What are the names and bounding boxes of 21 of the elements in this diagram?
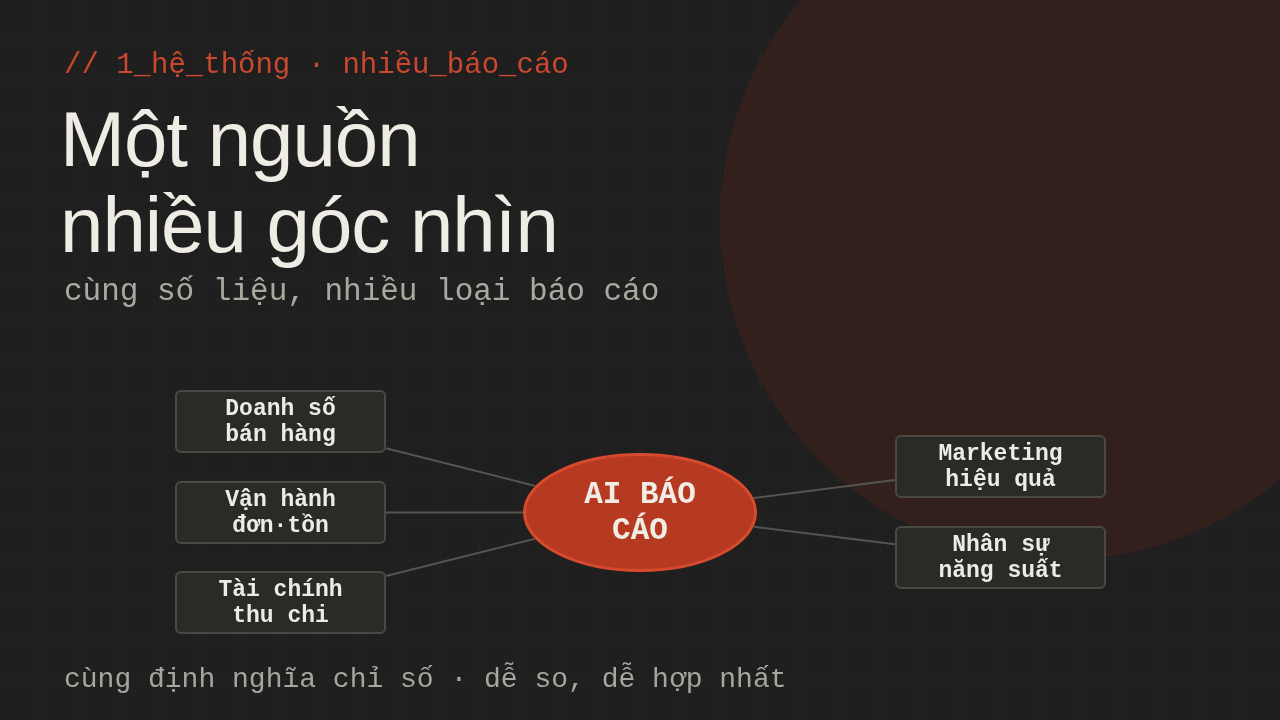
category-label: Tài chính thu chi [217, 576, 344, 629]
connector-line [385, 447, 537, 487]
category-box [175, 571, 386, 634]
footer-note: cùng định nghĩa chỉ số · dễ so, dễ hợp nhất [64, 661, 787, 697]
connector-line [385, 511, 524, 514]
category-box [175, 390, 386, 453]
category-box [895, 435, 1106, 498]
connector-line [752, 478, 896, 499]
connector-line [752, 525, 896, 546]
category-label: Nhân sự năng suất [937, 531, 1064, 584]
title: Một nguồn nhiều góc nhìn [60, 96, 559, 268]
category-box [895, 526, 1106, 589]
category-label: Marketing hiệu quả [937, 440, 1064, 493]
subtitle: cùng số liệu, nhiều loại báo cáo [64, 273, 660, 311]
connector-line [385, 537, 537, 578]
hub-ellipse [523, 453, 757, 572]
hub-label: AI BÁO CÁO [583, 476, 697, 549]
category-box [175, 481, 386, 544]
category-label: Doanh số bán hàng [224, 395, 337, 448]
section-tag: // 1_hệ_thống · nhiều_báo_cáo [64, 46, 569, 86]
category-label: Vận hành đơn·tồn [224, 486, 337, 539]
